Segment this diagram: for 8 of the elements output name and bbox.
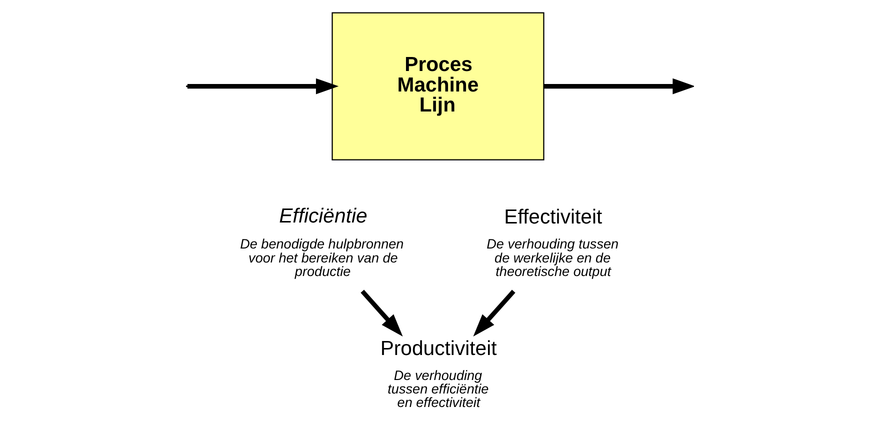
node-text: Productiviteit De verhouding tussen efficiëntie en effectiviteit [380,338,497,410]
node-text: Efficiëntie De benodigde hulpbronnen voor het bereiken van de productie [240,205,404,279]
node-text: Effectiviteit De verhouding tussen de werkelijke en de theoretische output [486,206,619,279]
arrow [187,78,339,94]
arrow [544,78,694,94]
arrow [473,290,516,336]
node-box: Proces Machine Lijn [332,12,544,160]
arrow [360,290,403,336]
